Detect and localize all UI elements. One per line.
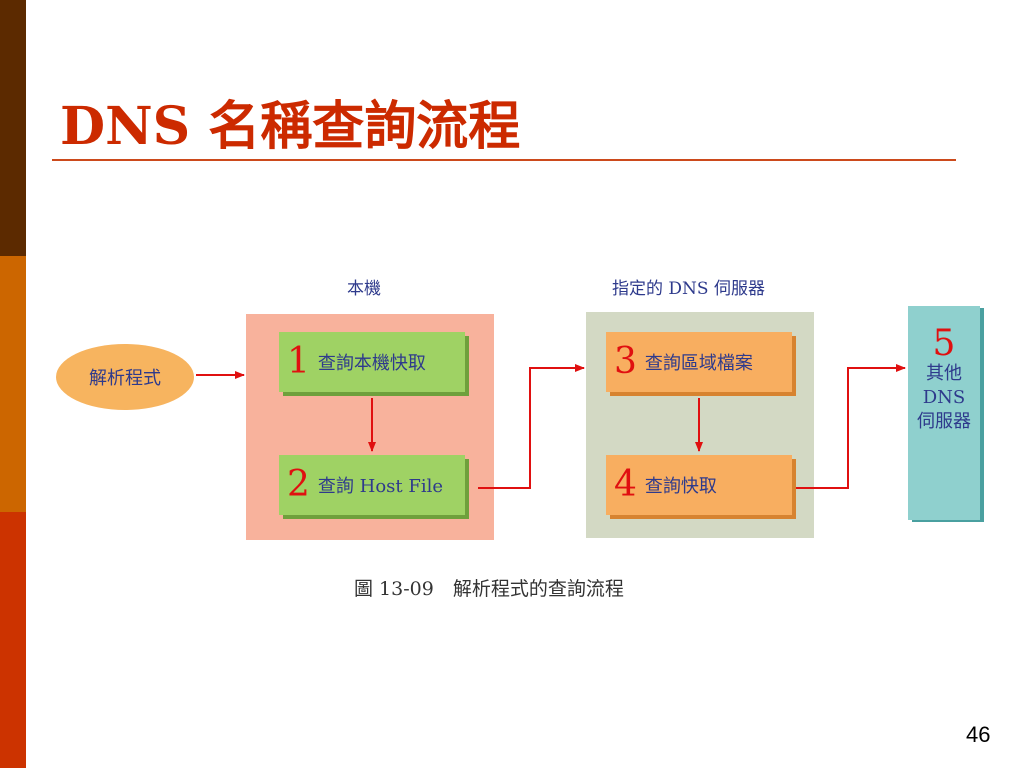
step-2-label: 查詢 Host File	[317, 476, 444, 497]
other-dns-servers-label: 其他DNS伺服器	[917, 363, 971, 432]
step-1-box: 1 查詢本機快取	[279, 332, 465, 392]
page-number: 46	[966, 722, 991, 747]
side-stripe-top	[0, 0, 26, 256]
side-stripe-middle	[0, 256, 26, 512]
group-label-local: 本機	[347, 279, 381, 299]
resolver-node: 解析程式	[56, 344, 194, 410]
step-3-box: 3 查詢區域檔案	[606, 332, 792, 392]
side-stripe-bottom	[0, 512, 26, 768]
step-5-number: 5	[932, 323, 956, 364]
slide-title: DNS 名稱查詢流程	[60, 96, 521, 157]
step-4-label: 查詢快取	[644, 476, 717, 497]
other-dns-servers-box: 5 其他DNS伺服器	[908, 306, 980, 520]
resolver-label: 解析程式	[89, 368, 161, 389]
step-2-number: 2	[287, 464, 310, 505]
step-4-number: 4	[614, 464, 637, 505]
arrow-step-4-to-other-servers	[796, 364, 906, 489]
arrow-step-2-to-step-3	[478, 364, 585, 489]
step-3-label: 查詢區域檔案	[644, 353, 753, 374]
title-divider	[52, 159, 956, 161]
step-3-number: 3	[614, 341, 637, 382]
group-label-dns-server: 指定的 DNS 伺服器	[612, 279, 765, 299]
figure-caption: 圖 13-09 解析程式的查詢流程	[354, 578, 624, 600]
step-1-label: 查詢本機快取	[317, 353, 426, 374]
step-2-box: 2 查詢 Host File	[279, 455, 465, 515]
step-4-box: 4 查詢快取	[606, 455, 792, 515]
step-1-number: 1	[287, 341, 310, 382]
